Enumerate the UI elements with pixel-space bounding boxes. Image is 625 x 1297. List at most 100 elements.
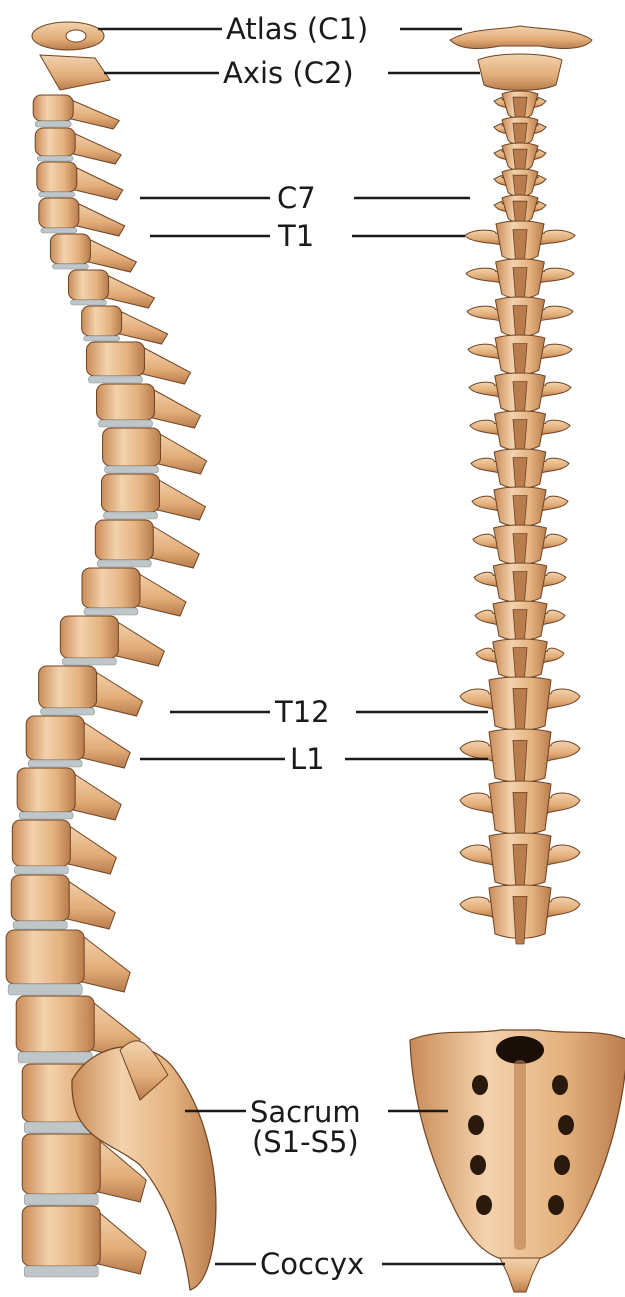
spinous-process (118, 310, 168, 344)
sacral-foramen-left (476, 1195, 492, 1215)
spinous-process (96, 1210, 146, 1274)
vertebral-body (82, 568, 140, 608)
lateral-vertebra (50, 234, 136, 272)
axis-posterior (478, 54, 562, 90)
intervertebral-disc (39, 192, 75, 197)
lateral-vertebra (26, 716, 130, 768)
vertebral-body (86, 342, 144, 376)
spinous-process (66, 824, 116, 874)
spinous-process (71, 772, 121, 820)
vertebral-body (35, 128, 75, 156)
vertebral-body (22, 1206, 100, 1266)
vertebral-body (37, 162, 77, 192)
label-c7: C7 (273, 182, 320, 214)
vertebral-body (68, 270, 108, 300)
posterior-vertebra (460, 677, 580, 736)
intervertebral-disc (14, 866, 68, 874)
posterior-spine-view (410, 26, 625, 1292)
lateral-vertebra (6, 930, 130, 995)
intervertebral-disc (24, 1194, 98, 1205)
sacral-foramen-right (552, 1075, 568, 1095)
lateral-vertebra (39, 666, 143, 716)
intervertebral-disc (84, 336, 120, 341)
spinous-process (80, 934, 130, 992)
posterior-vertebra (460, 885, 580, 944)
label-t1: T1 (274, 220, 318, 252)
vertebral-body (95, 520, 153, 560)
posterior-vertebra (460, 833, 580, 892)
label-sacrum-range: (S1-S5) (250, 1127, 361, 1157)
label-sacrum: Sacrum (S1-S5) (246, 1097, 365, 1157)
sacral-foramen-left (472, 1075, 488, 1095)
spinous-process (156, 478, 206, 520)
lateral-vertebra (103, 428, 207, 474)
spinous-process (69, 99, 119, 129)
spinous-process (73, 166, 123, 200)
spinous-process (114, 620, 164, 666)
label-l1: L1 (286, 743, 329, 775)
label-sacrum-name: Sacrum (250, 1097, 361, 1127)
intervertebral-disc (37, 156, 73, 161)
lateral-vertebra (39, 198, 125, 236)
vertebral-body (33, 95, 73, 121)
spinous-process (157, 432, 207, 474)
spinous-process (65, 879, 115, 929)
atlas-posterior (450, 26, 592, 48)
intervertebral-disc (18, 1052, 92, 1063)
intervertebral-disc (41, 228, 77, 233)
sacral-foramen-left (468, 1115, 484, 1135)
label-axis: Axis (C2) (219, 57, 358, 89)
vertebral-body (60, 616, 118, 658)
vertebral-body (16, 996, 94, 1052)
label-t12: T12 (271, 696, 334, 728)
intervertebral-disc (8, 984, 82, 995)
lateral-vertebra (82, 568, 186, 616)
spinous-process (136, 572, 186, 616)
median-sacral-crest (514, 1060, 526, 1250)
label-atlas: Atlas (C1) (222, 13, 372, 45)
spinous-process (150, 388, 200, 428)
vertebral-body (17, 768, 75, 812)
intervertebral-disc (98, 420, 152, 427)
sacral-foramen-right (548, 1195, 564, 1215)
intervertebral-disc (19, 812, 73, 819)
vertebral-body (12, 820, 70, 866)
sacral-canal (496, 1036, 544, 1064)
atlas-foramen (66, 30, 86, 42)
posterior-vertebra (460, 781, 580, 840)
lateral-vertebra (60, 616, 164, 666)
sacral-foramen-left (470, 1155, 486, 1175)
sacral-foramen-right (558, 1115, 574, 1135)
vertebral-body (103, 428, 161, 466)
intervertebral-disc (88, 376, 142, 383)
intervertebral-disc (62, 658, 116, 665)
vertebral-body (50, 234, 90, 264)
intervertebral-disc (84, 608, 138, 615)
axis-lateral (40, 55, 110, 90)
vertebral-body (82, 306, 122, 336)
spinous-process (93, 670, 143, 716)
intervertebral-disc (97, 560, 151, 567)
lateral-vertebra (82, 306, 168, 344)
intervertebral-disc (105, 466, 159, 473)
vertebral-body (96, 384, 154, 420)
lateral-vertebra (86, 342, 190, 384)
intervertebral-disc (13, 921, 67, 929)
intervertebral-disc (28, 760, 82, 767)
lateral-vertebra (37, 162, 123, 200)
label-coccyx: Coccyx (256, 1248, 368, 1280)
vertebral-body (39, 666, 97, 708)
spinous-process (149, 524, 199, 568)
spinous-process (75, 202, 125, 236)
vertebral-body (26, 716, 84, 760)
spinous-process (104, 274, 154, 308)
spinous-process (80, 720, 130, 768)
vertebral-body (6, 930, 84, 984)
intervertebral-disc (70, 300, 106, 305)
lateral-vertebra (17, 768, 121, 820)
lateral-vertebra (95, 520, 199, 568)
lateral-spine-view (6, 22, 216, 1290)
spinous-process (71, 132, 121, 164)
intervertebral-disc (41, 708, 95, 715)
